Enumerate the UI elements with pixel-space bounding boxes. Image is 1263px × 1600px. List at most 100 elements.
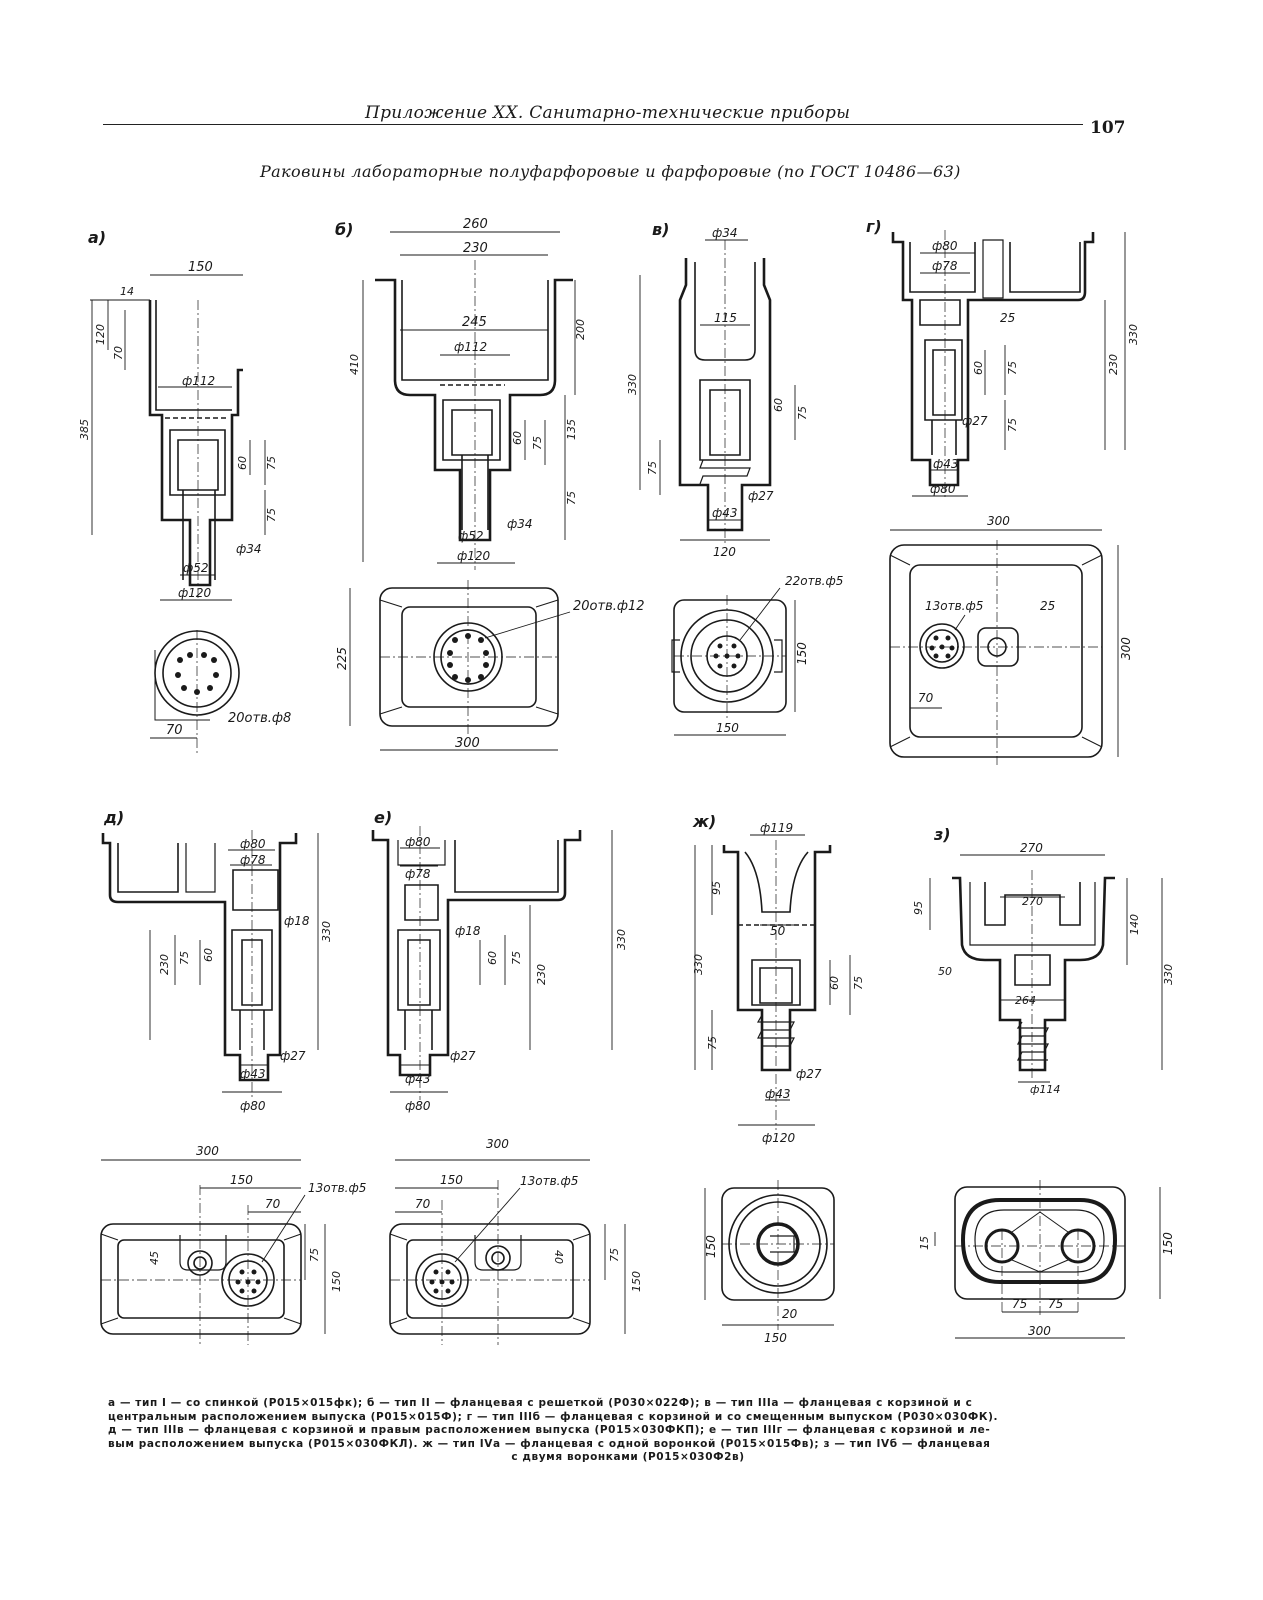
dim-g-7: 230 <box>1107 354 1120 375</box>
dim-z-3: 95 <box>912 901 925 915</box>
dim-a-3: 120 <box>94 324 107 345</box>
dim-v-10: 22отв.ф5 <box>785 574 843 588</box>
figure-zh-label: ж) <box>692 812 716 831</box>
dim-d-8: ф27 <box>280 1049 306 1063</box>
dim-g-12: 300 <box>987 514 1010 528</box>
figure-e: е) ф80 ф78 ф18 60 75 230 330 ф27 ф43 ф80 <box>371 808 643 1345</box>
figure-a-label: а) <box>88 228 106 247</box>
dim-e-15: 40 <box>552 1250 565 1264</box>
dim-a-10: ф34 <box>236 542 262 556</box>
dim-e-4: 60 <box>486 951 499 965</box>
dim-zh-9: ф43 <box>765 1087 791 1101</box>
dim-zh-13: 150 <box>764 1331 787 1345</box>
dim-a-7: 60 <box>236 456 249 470</box>
dim-a-1: 150 <box>188 260 213 275</box>
dim-d-5: 75 <box>178 951 191 965</box>
dim-b-6: ф112 <box>454 340 487 354</box>
dim-d-15: 45 <box>148 1251 161 1265</box>
dim-a-11: ф52 <box>183 561 209 575</box>
dim-d-12: 150 <box>230 1173 253 1187</box>
dim-z-6: 50 <box>938 965 952 978</box>
dim-v-11: 150 <box>795 642 809 665</box>
dim-d-3: ф18 <box>284 914 310 928</box>
dim-a-12: ф120 <box>178 586 212 600</box>
dim-zh-12: 20 <box>782 1307 798 1321</box>
dim-zh-11: 150 <box>704 1235 718 1258</box>
dim-a-5: 385 <box>78 419 91 440</box>
dim-b-15: 300 <box>455 736 480 751</box>
figure-a: а) 150 14 120 70 385 ф112 60 75 75 <box>78 228 291 755</box>
dim-d-2: ф78 <box>240 853 266 867</box>
dim-e-13: 70 <box>415 1197 431 1211</box>
dim-g-8: ф27 <box>962 414 988 428</box>
dim-v-1: ф34 <box>712 226 738 240</box>
dim-zh-3: 50 <box>770 924 786 938</box>
dim-z-10: 150 <box>1161 1232 1175 1255</box>
dim-d-14: 13отв.ф5 <box>308 1181 366 1195</box>
dim-d-13: 70 <box>265 1197 281 1211</box>
dim-e-2: ф78 <box>405 867 431 881</box>
dim-z-1: 270 <box>1020 841 1043 855</box>
running-title: Приложение XX. Санитарно-технические при… <box>365 103 851 123</box>
dim-v-2: 115 <box>714 311 737 325</box>
dim-e-3: ф18 <box>455 924 481 938</box>
dim-v-6: 75 <box>646 461 659 475</box>
dim-z-4: 140 <box>1128 914 1141 935</box>
dim-e-8: ф27 <box>450 1049 476 1063</box>
dim-d-16: 75 <box>308 1248 321 1262</box>
figure-g: г) ф80 ф78 25 330 60 75 230 ф27 75 ф43 <box>866 217 1140 765</box>
dim-z-8: ф114 <box>1030 1083 1060 1096</box>
dim-v-4: 60 <box>772 398 785 412</box>
figure-d: д) ф80 ф78 ф18 230 75 60 330 ф27 ф43 ф80 <box>100 808 366 1345</box>
dim-zh-10: ф120 <box>762 1131 796 1145</box>
dim-g-6: 75 <box>1006 361 1019 375</box>
dim-g-5: 60 <box>972 361 985 375</box>
dim-d-1: ф80 <box>240 837 266 851</box>
dim-zh-8: ф27 <box>796 1067 822 1081</box>
dim-b-1: 260 <box>463 217 488 232</box>
dim-e-9: ф43 <box>405 1072 431 1086</box>
dim-z-5: 330 <box>1162 964 1175 985</box>
dim-e-5: 75 <box>510 951 523 965</box>
dim-g-14: 25 <box>1040 599 1055 613</box>
figure-v: в) ф34 115 330 60 75 75 ф27 ф43 120 <box>626 220 843 736</box>
figure-z: з) 270 270 95 140 330 50 264 ф114 <box>912 825 1175 1339</box>
dim-d-10: ф80 <box>240 1099 266 1113</box>
dim-e-7: 330 <box>615 929 628 950</box>
dim-e-11: 300 <box>486 1137 509 1151</box>
dim-b-10: 75 <box>565 491 578 505</box>
dim-a-6: ф112 <box>182 374 215 388</box>
dim-g-10: ф43 <box>933 457 959 471</box>
figure-zh: ж) ф119 95 50 330 60 75 75 ф27 ф43 ф120 <box>692 812 865 1345</box>
caption-line-1: а — тип I — со спинкой (Р015×015фк); б —… <box>108 1397 973 1409</box>
dim-b-2: 230 <box>463 241 488 256</box>
dim-d-6: 60 <box>202 948 215 962</box>
caption-line-5: с двумя воронками (Р015×030Ф2в) <box>511 1451 745 1463</box>
dim-d-7: 330 <box>320 921 333 942</box>
dim-a-14: 20отв.ф8 <box>228 711 291 726</box>
caption-line-2: центральным расположением выпуска (Р015×… <box>108 1410 999 1423</box>
dim-z-13: 300 <box>1028 1324 1051 1338</box>
dim-e-17: 150 <box>630 1271 643 1292</box>
dim-g-9: 75 <box>1006 418 1019 432</box>
dim-d-11: 300 <box>196 1144 219 1158</box>
dim-g-16: 70 <box>918 691 934 705</box>
dim-a-2: 14 <box>120 285 134 298</box>
dim-b-16: 20отв.ф12 <box>573 599 645 614</box>
dim-z-9: 15 <box>918 1236 931 1250</box>
dim-e-16: 75 <box>608 1248 621 1262</box>
dim-z-2: 270 <box>1022 895 1043 908</box>
dim-g-1: ф80 <box>932 239 958 253</box>
dim-b-5: 410 <box>348 354 361 375</box>
dim-zh-2: 95 <box>710 881 723 895</box>
figure-b-label: б) <box>335 220 353 239</box>
dim-g-13: 13отв.ф5 <box>925 599 983 613</box>
dim-e-6: 230 <box>535 964 548 985</box>
dim-a-9: 75 <box>265 508 278 522</box>
dim-v-12: 150 <box>716 721 739 735</box>
dim-g-11: ф80 <box>930 482 956 496</box>
dim-e-10: ф80 <box>405 1099 431 1113</box>
figure-b: б) 260 230 245 200 410 ф112 60 75 135 75 <box>335 217 645 751</box>
dim-a-8: 75 <box>265 456 278 470</box>
